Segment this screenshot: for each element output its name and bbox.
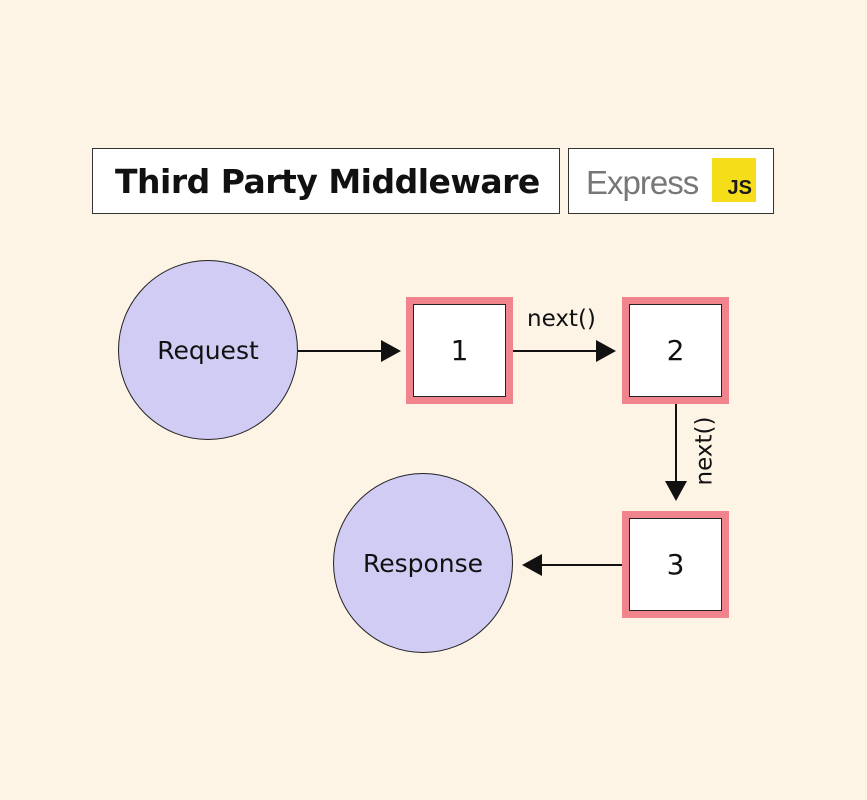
diagram-title: Third Party Middleware xyxy=(115,161,540,201)
arrow-1-to-2-head xyxy=(596,340,616,362)
js-badge-text: JS xyxy=(727,177,752,199)
request-label: Request xyxy=(157,335,259,365)
js-badge: JS xyxy=(712,158,756,202)
arrow-2-to-3-head xyxy=(665,481,687,501)
request-node: Request xyxy=(118,260,298,440)
edge-label-next-1-2: next() xyxy=(527,306,596,332)
logo-wordmark: Express xyxy=(586,164,699,201)
express-js-logo: Express JS xyxy=(568,148,774,214)
edge-label-next-2-3: next() xyxy=(691,416,718,486)
middleware-step-2: 2 xyxy=(622,297,729,404)
middleware-step-1: 1 xyxy=(406,297,513,404)
response-node: Response xyxy=(333,473,513,653)
middleware-step-3-box: 3 xyxy=(629,518,722,611)
arrow-request-to-1-head xyxy=(381,340,401,362)
middleware-step-2-box: 2 xyxy=(629,304,722,397)
response-label: Response xyxy=(362,548,484,578)
middleware-step-3: 3 xyxy=(622,511,729,618)
middleware-step-1-label: 1 xyxy=(450,334,469,367)
title-box: Third Party Middleware xyxy=(92,148,560,214)
middleware-step-3-label: 3 xyxy=(666,548,685,581)
middleware-step-2-label: 2 xyxy=(666,334,685,367)
middleware-step-1-box: 1 xyxy=(413,304,506,397)
arrow-3-to-response-head xyxy=(522,554,542,576)
